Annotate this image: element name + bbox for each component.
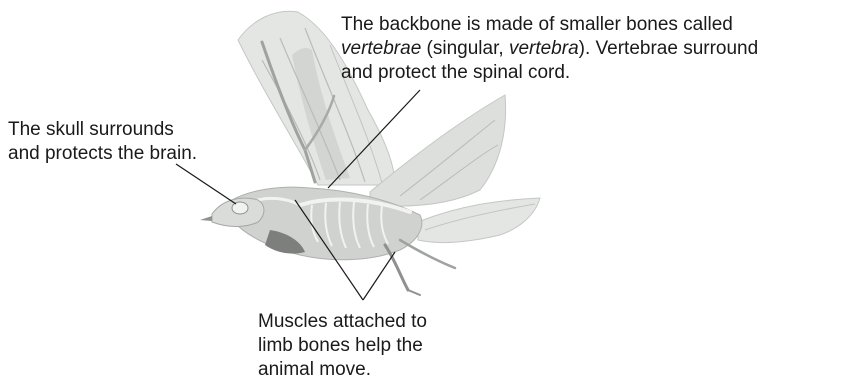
skull-label: The skull surrounds and protects the bra…	[8, 118, 248, 166]
skull	[200, 198, 264, 226]
backbone-label-line-2: vertebrae (singular, vertebra). Vertebra…	[341, 37, 841, 61]
muscles-label-line-1: Muscles attached to	[258, 310, 468, 334]
backbone-label: The backbone is made of smaller bones ca…	[341, 13, 841, 85]
lower-wing	[370, 95, 506, 206]
tail	[418, 198, 540, 242]
skull-label-line-2: and protects the brain.	[8, 142, 248, 166]
backbone-label-line-3: and protect the spinal cord.	[341, 61, 841, 85]
backbone-label-line-1: The backbone is made of smaller bones ca…	[341, 13, 841, 37]
term-vertebra: vertebra	[509, 38, 579, 59]
term-vertebrae: vertebrae	[341, 38, 421, 59]
leader-line-muscles-b	[363, 252, 395, 300]
leader-line-skull	[176, 164, 236, 204]
backbone-label-line-2-end: ). Vertebrae surround	[579, 38, 759, 59]
muscles-label-line-2: limb bones help the	[258, 334, 468, 358]
skull-label-line-1: The skull surrounds	[8, 118, 248, 142]
backbone-label-line-2-mid: (singular,	[421, 38, 509, 59]
muscles-label-line-3: animal move.	[258, 358, 468, 382]
muscles-label: Muscles attached to limb bones help the …	[258, 310, 468, 382]
